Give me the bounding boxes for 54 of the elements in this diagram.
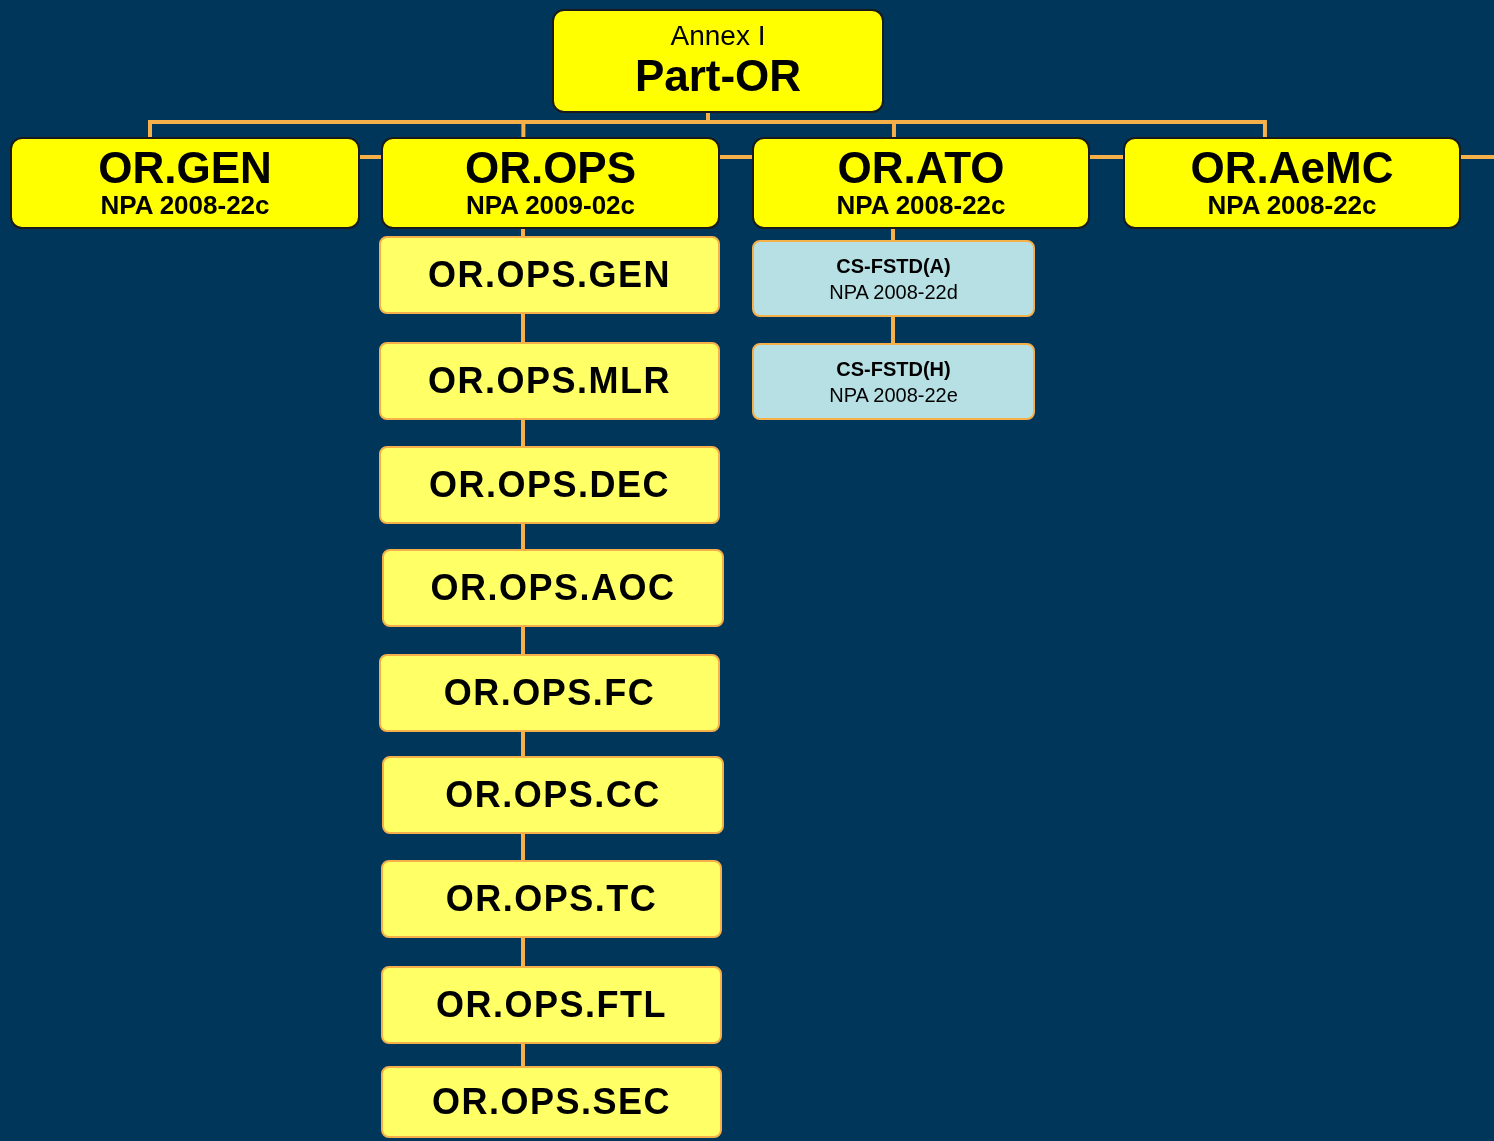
section-box [752, 137, 1090, 229]
subpart-box [379, 446, 720, 524]
connector-line [521, 1044, 525, 1066]
npa-reference: NPA 2008-22c [1207, 191, 1377, 222]
subpart-box [381, 860, 722, 938]
subpart-box [381, 966, 722, 1044]
subpart-box [379, 236, 720, 314]
connector-line [1461, 155, 1494, 159]
cs-title: CS-FSTD(H) [836, 356, 951, 382]
spec-box [752, 343, 1035, 420]
subpart-box [379, 654, 720, 732]
subpart-box [379, 342, 720, 420]
subpart-box [381, 1066, 722, 1138]
connector-line [891, 229, 895, 240]
connector-line [521, 314, 525, 342]
npa-reference: NPA 2008-22c [836, 191, 1006, 222]
connector-line [360, 155, 381, 159]
subpart-title: OR.OPS.FTL [436, 985, 667, 1025]
section-title: OR.GEN [98, 144, 272, 192]
connector-line [521, 420, 525, 446]
section-title: OR.OPS [464, 144, 637, 192]
connector-line [521, 834, 525, 860]
npa-reference: NPA 2009-02c [465, 191, 636, 222]
connector-line [521, 524, 525, 549]
section-box [10, 137, 360, 229]
subpart-title: OR.OPS.AOC [430, 568, 676, 608]
connector-line [521, 627, 525, 654]
section-box [381, 137, 720, 229]
section-title: OR.ATO [837, 144, 1005, 192]
connector-line [891, 317, 895, 343]
connector-line [521, 732, 525, 756]
subpart-title: OR.OPS.MLR [428, 361, 671, 401]
annex-label: Annex I [670, 21, 766, 53]
root-box [552, 9, 884, 113]
subpart-title: OR.OPS.DEC [428, 465, 670, 505]
connector-line [1090, 155, 1123, 159]
spec-box [752, 240, 1035, 317]
section-box [1123, 137, 1461, 229]
subpart-title: OR.OPS.TC [445, 879, 658, 919]
subpart-title: OR.OPS.FC [443, 673, 656, 713]
npa-reference: NPA 2008-22c [100, 191, 270, 222]
subpart-box [382, 549, 724, 627]
connector-line [521, 938, 525, 966]
subpart-box [382, 756, 724, 834]
connector-line [720, 155, 752, 159]
part-title: Part-OR [634, 52, 802, 101]
connector-line [521, 229, 525, 236]
subpart-title: OR.OPS.CC [445, 775, 661, 815]
subpart-title: OR.OPS.SEC [431, 1082, 672, 1122]
npa-reference: NPA 2008-22d [829, 279, 958, 305]
subpart-title: OR.OPS.GEN [427, 255, 671, 295]
cs-title: CS-FSTD(A) [836, 253, 951, 279]
npa-reference: NPA 2008-22e [829, 382, 958, 408]
section-title: OR.AeMC [1190, 144, 1394, 192]
